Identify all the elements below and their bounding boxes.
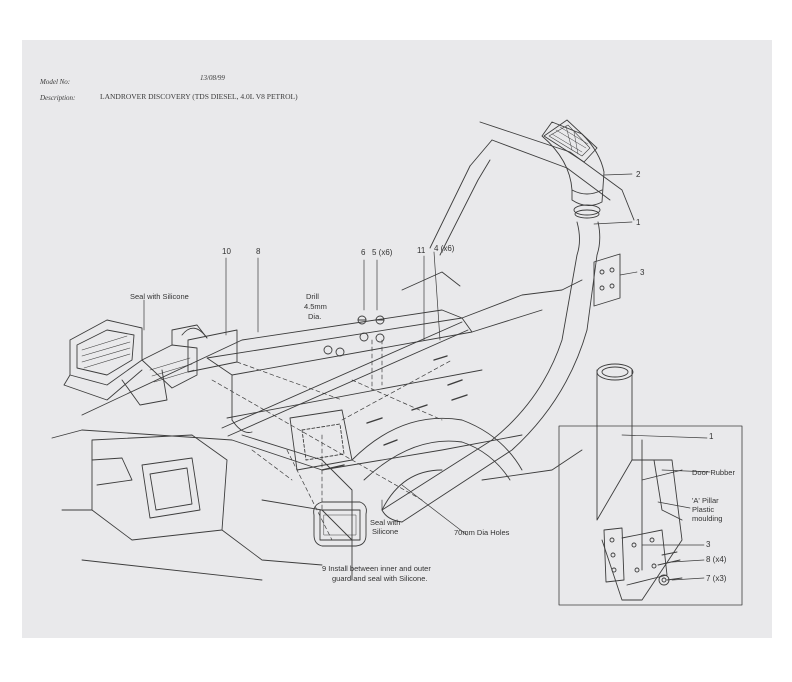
callout-5: 5 (x6) <box>372 248 393 257</box>
bonnet-outline <box>81 309 463 416</box>
seal-silicone-top: Seal with Silicone <box>130 292 189 301</box>
grille-outline <box>91 434 228 541</box>
callout-10: 10 <box>222 247 231 256</box>
hose-clamp <box>573 204 601 216</box>
callout-8: 8 <box>256 247 261 256</box>
studs <box>321 355 468 471</box>
note-9-line-2: guard and seal with Silicone. <box>332 574 428 583</box>
callout-1: 1 <box>636 218 641 227</box>
callout-2: 2 <box>636 170 641 179</box>
callout-4: 4 (x6) <box>434 244 455 253</box>
detail-pillar-line-1: 'A' Pillar <box>692 496 719 505</box>
holes-note: 70mm Dia Holes <box>454 528 510 537</box>
inner-guard <box>206 317 473 376</box>
instruction-sheet: Model No: 13/08/99 Description: LANDROVE… <box>22 40 772 638</box>
detail-box <box>558 425 743 606</box>
seal-silicone-bottom-1: Seal with <box>370 518 401 527</box>
drill-line-3: Dia. <box>308 312 322 321</box>
description-label: Description: <box>40 94 76 102</box>
model-label: Model No: <box>40 78 71 86</box>
detail-callout-8: 8 (x4) <box>706 555 727 564</box>
mounting-plate-10 <box>187 329 238 373</box>
detail-callout-7: 7 (x3) <box>706 574 727 583</box>
detail-bracket <box>603 527 625 583</box>
snorkel-exploded-diagram <box>51 119 743 606</box>
seal-silicone-bottom-2: Silicone <box>372 527 399 536</box>
detail-callout-1: 1 <box>709 432 714 441</box>
windscreen-outline <box>479 121 635 221</box>
callout-3: 3 <box>640 268 645 277</box>
callout-11: 11 <box>417 246 426 255</box>
snorkel-tube <box>381 221 580 511</box>
bracket-9 <box>313 501 367 547</box>
detail-pillar-tube <box>596 369 633 521</box>
description-text: LANDROVER DISCOVERY (TDS DIESEL, 4.0L V8… <box>100 92 298 101</box>
note-9-line-1: 9 Install between inner and outer <box>322 564 431 573</box>
date-text: 13/08/99 <box>200 74 225 82</box>
airbox <box>69 319 143 386</box>
detail-pillar-line-2: Plastic <box>692 505 715 514</box>
detail-callout-3: 3 <box>706 540 711 549</box>
drill-line-2: 4.5mm <box>304 302 327 311</box>
bracket-3 <box>593 253 621 307</box>
callout-6: 6 <box>361 248 366 257</box>
detail-pillar-line-3: moulding <box>692 514 723 523</box>
wheel-arch <box>351 417 523 471</box>
drill-line-1: Drill <box>306 292 319 301</box>
detail-door-rubber: Door Rubber <box>692 468 735 477</box>
